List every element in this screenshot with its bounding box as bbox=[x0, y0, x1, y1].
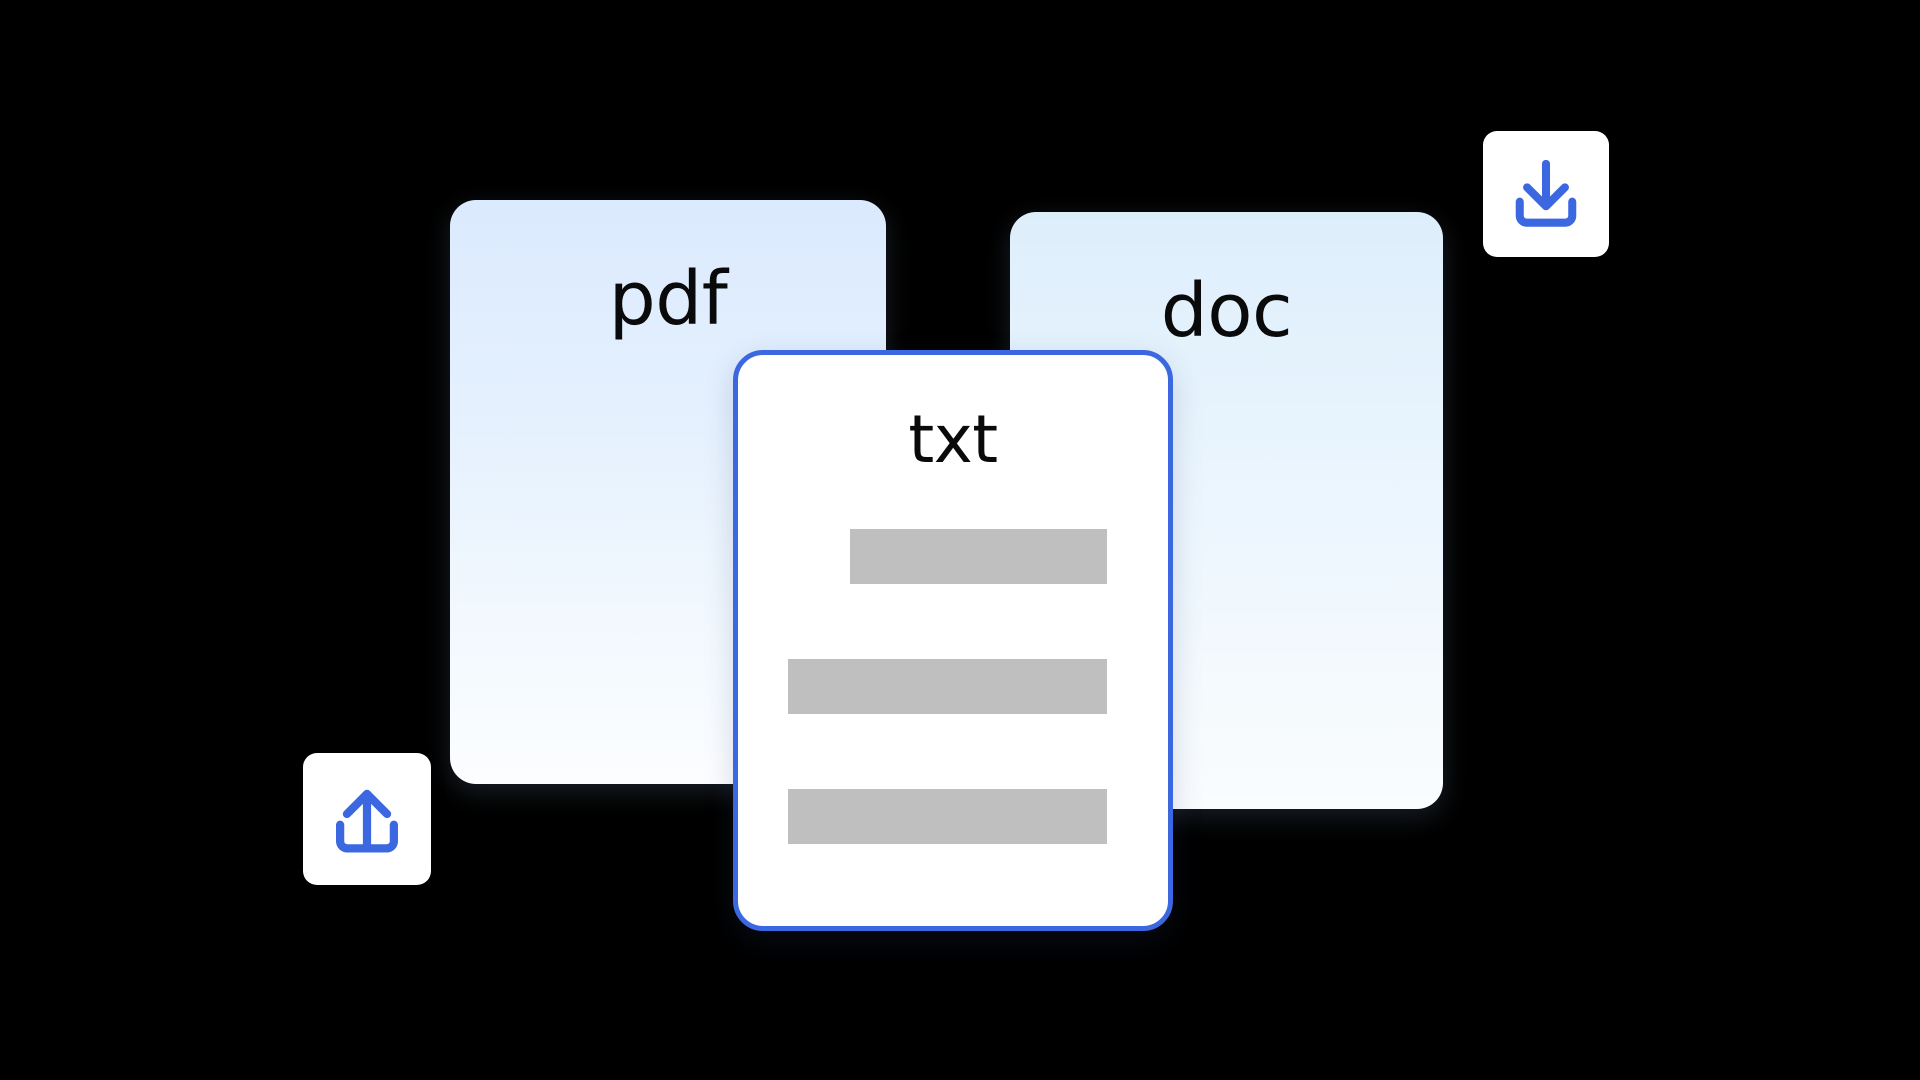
upload-icon bbox=[324, 776, 410, 862]
content-placeholder-bar bbox=[850, 529, 1107, 584]
file-card-pdf-label: pdf bbox=[608, 256, 728, 342]
upload-button[interactable] bbox=[303, 753, 431, 885]
content-placeholder-bar bbox=[788, 789, 1107, 844]
download-button[interactable] bbox=[1483, 131, 1609, 257]
content-placeholder-bar bbox=[788, 659, 1107, 714]
file-card-doc-label: doc bbox=[1160, 268, 1293, 354]
file-card-txt[interactable]: txt bbox=[733, 350, 1173, 931]
download-icon bbox=[1504, 152, 1588, 236]
file-card-txt-label: txt bbox=[908, 401, 998, 478]
